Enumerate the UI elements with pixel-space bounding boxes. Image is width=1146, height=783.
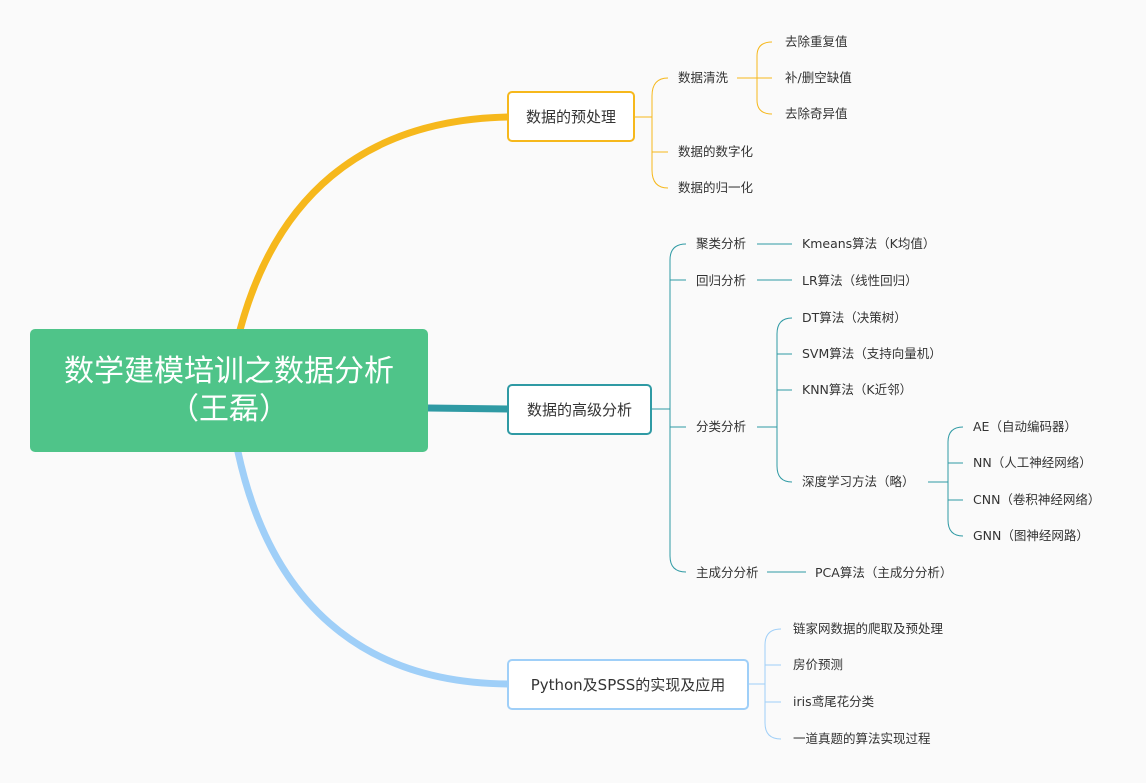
node-preprocess[interactable] <box>507 91 635 142</box>
node-pca[interactable]: PCA算法（主成分分析） <box>815 565 952 580</box>
branch-connector-advanced <box>427 404 509 413</box>
root-node[interactable]: 数学建模培训之数据分析 （王磊） <box>30 329 428 452</box>
node-python[interactable] <box>507 659 749 710</box>
node-lr[interactable]: LR算法（线性回归） <box>802 273 918 288</box>
node-lianjia[interactable]: 链家网数据的爬取及预处理 <box>793 621 944 636</box>
node-deep-learning[interactable]: 深度学习方法（略） <box>802 474 915 489</box>
node-normalize[interactable]: 数据的归一化 <box>678 180 754 195</box>
node-fill-missing[interactable]: 补/删空缺值 <box>785 70 852 85</box>
node-preprocess-label: 数据的预处理 <box>526 108 616 126</box>
node-dt[interactable]: DT算法（决策树） <box>802 310 907 325</box>
branch-connector-preprocess <box>236 113 512 334</box>
node-python-label: Python及SPSS的实现及应用 <box>531 676 726 694</box>
node-advanced-label: 数据的高级分析 <box>527 401 632 419</box>
node-digitize[interactable]: 数据的数字化 <box>678 144 754 159</box>
node-remove-outliers[interactable]: 去除奇异值 <box>785 106 848 121</box>
node-data-clean[interactable]: 数据清洗 <box>678 70 729 85</box>
node-advanced[interactable] <box>507 384 652 435</box>
node-pca-analysis[interactable]: 主成分分析 <box>696 565 759 580</box>
node-svm[interactable]: SVM算法（支持向量机） <box>802 346 942 361</box>
node-house-price[interactable]: 房价预测 <box>793 657 843 672</box>
root-title: 数学建模培训之数据分析 <box>64 353 394 389</box>
node-classify[interactable]: 分类分析 <box>696 419 746 434</box>
node-real-problem[interactable]: 一道真题的算法实现过程 <box>793 731 931 746</box>
node-cluster[interactable]: 聚类分析 <box>696 236 746 251</box>
node-gnn[interactable]: GNN（图神经网路） <box>973 528 1089 543</box>
root-subtitle: （王磊） <box>169 391 289 427</box>
branch-connector-python <box>234 448 512 688</box>
node-regression[interactable]: 回归分析 <box>696 273 746 288</box>
node-kmeans[interactable]: Kmeans算法（K均值） <box>802 236 935 251</box>
node-iris[interactable]: iris鸢尾花分类 <box>793 694 875 709</box>
node-dedupe[interactable]: 去除重复值 <box>785 34 848 49</box>
node-ae[interactable]: AE（自动编码器） <box>973 419 1077 434</box>
node-knn[interactable]: KNN算法（K近邻） <box>802 382 912 397</box>
node-nn[interactable]: NN（人工神经网络） <box>973 455 1092 470</box>
node-cnn[interactable]: CNN（卷积神经网络） <box>973 492 1100 507</box>
